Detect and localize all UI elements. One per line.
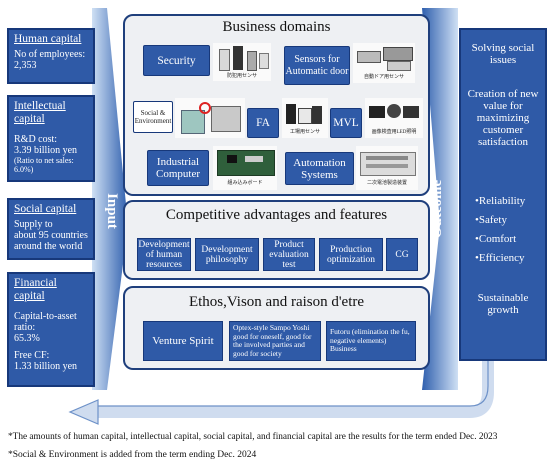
competitive-advantages-panel: Competitive advantages and features Deve… (123, 200, 430, 280)
feature-human-resources: Development of human resources (137, 238, 191, 271)
fa-sensor-photo: 工場用センサ (282, 98, 328, 138)
domain-automation-systems: Automation Systems (285, 152, 354, 185)
outcome-bullet-reliability: •Reliability (475, 195, 526, 207)
social-capital-title: Social capital (14, 203, 77, 215)
door-sensor-photo: 自動ドア用センサ (353, 43, 415, 83)
financial-capital-title: Financial capital (14, 277, 57, 302)
industrial-caption: 組み込みボード (227, 181, 263, 186)
outcome-bullet-comfort: •Comfort (475, 233, 517, 245)
intellectual-capital-box: Intellectual capital R&D cost: 3.39 bill… (7, 95, 95, 182)
intellectual-capital-ratio: (Ratio to net sales: 6.0%) (14, 156, 74, 174)
outcome-bullet-list: •Reliability •Safety •Comfort •Efficienc… (475, 192, 549, 268)
sensors-caption: 自動ドア用センサ (363, 75, 404, 80)
outcome-sustainable-growth: Sustainable growth (477, 292, 529, 316)
business-domains-title: Business domains (222, 19, 331, 35)
ethos-futoru: Futoru (elimination the fu, negative ele… (326, 321, 416, 361)
competitive-advantages-title: Competitive advantages and features (165, 207, 388, 223)
ethos-optex-sampo-yoshi: Optex-style Sampo Yoshi good for oneself… (229, 321, 321, 361)
social-capital-box: Social capital Supply to about 95 countr… (7, 198, 95, 260)
security-caption: 防犯用センサ (226, 74, 257, 79)
outcome-arrow (422, 8, 458, 390)
fa-caption: 工場用センサ (289, 130, 320, 135)
footnote-2: *Social & Environment is added from the … (8, 450, 257, 460)
intellectual-capital-title: Intellectual capital (14, 100, 66, 125)
automation-caption: 二次電池製造装置 (366, 181, 407, 186)
financial-capital-box: Financial capital Capital-to-asset ratio… (7, 272, 95, 387)
human-capital-box: Human capital No of employees: 2,353 (7, 28, 95, 84)
feature-product-evaluation: Product evaluation test (263, 238, 315, 271)
financial-capital-free-cf: Free CF: 1.33 billion yen (14, 350, 78, 372)
input-label: Input (104, 193, 120, 229)
domain-social-environment: Social & Environment (133, 101, 173, 133)
outcome-label: Outcome (429, 179, 445, 239)
input-arrow (92, 8, 128, 390)
mvl-led-photo: 画像検査用LED照明 (365, 98, 423, 138)
industrial-board-photo: 組み込みボード (213, 146, 277, 190)
feature-production-optimization: Production optimization (319, 238, 383, 271)
security-sensor-photo: 防犯用センサ (213, 43, 271, 81)
outcome-solving-social-issues: Solving social issues (471, 42, 535, 66)
footnote-1: *The amounts of human capital, intellect… (8, 432, 498, 442)
human-capital-title: Human capital (14, 33, 82, 45)
outcome-box: Solving social issues Creation of new va… (459, 28, 547, 361)
financial-capital-ratio: Capital-to-asset ratio: 65.3% (14, 311, 77, 344)
domain-mvl: MVL (330, 108, 362, 138)
ethos-venture-spirit: Venture Spirit (143, 321, 223, 361)
outcome-new-value: Creation of new value for maximizing cus… (467, 88, 539, 148)
automation-equipment-photo: 二次電池製造装置 (356, 146, 418, 190)
social-environment-photo (175, 98, 245, 138)
domain-sensors-automatic-door: Sensors for Automatic door (284, 46, 350, 85)
domain-industrial-computer: Industrial Computer (147, 150, 209, 186)
business-domains-panel: Business domains Security 防犯用センサ Sensors… (123, 14, 430, 196)
intellectual-capital-value: R&D cost: 3.39 billion yen (14, 134, 78, 156)
mvl-caption: 画像検査用LED照明 (371, 130, 417, 135)
human-capital-value: No of employees: 2,353 (14, 49, 86, 71)
ethos-title: Ethos,Vison and raison d'etre (188, 294, 365, 310)
social-capital-value: Supply to about 95 countries around the … (14, 219, 88, 252)
ethos-vision-panel: Ethos,Vison and raison d'etre Venture Sp… (123, 286, 430, 370)
feature-cg: CG (386, 238, 418, 271)
feature-development-philosophy: Development philosophy (195, 238, 259, 271)
domain-fa: FA (247, 108, 279, 138)
outcome-bullet-efficiency: •Efficiency (475, 252, 525, 264)
outcome-bullet-safety: •Safety (475, 214, 507, 226)
domain-security: Security (143, 45, 210, 76)
